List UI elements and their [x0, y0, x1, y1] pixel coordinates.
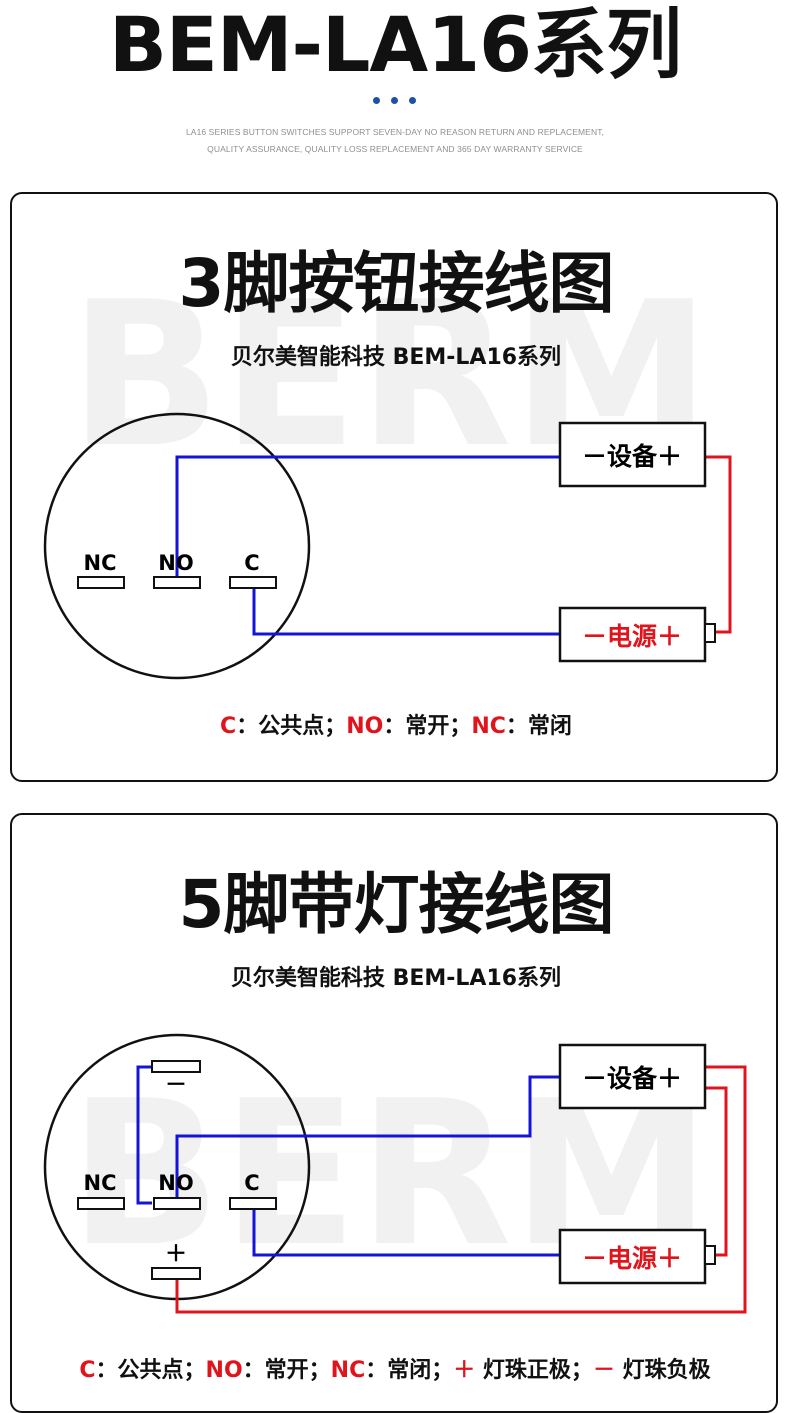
- terminal-nc-label: NC: [84, 551, 117, 575]
- wire-device-to-power: [705, 1086, 728, 1257]
- terminal-legend: C：公共点；NO：常开；NC：常闭；＋ 灯珠正极；－ 灯珠负极: [79, 1358, 711, 1383]
- terminal-legend: C：公共点；NO：常开；NC：常闭: [220, 714, 572, 739]
- tagline-line-2: QUALITY ASSURANCE, QUALITY LOSS REPLACEM…: [207, 144, 583, 154]
- wire-c-to-power: [252, 1208, 560, 1257]
- terminal-nc: [77, 576, 125, 589]
- power-box: [558, 1228, 707, 1285]
- wire-device-to-power: [705, 455, 732, 634]
- decorative-dots: [373, 97, 417, 105]
- panel-subtitle: 贝尔美智能科技 BEM-LA16系列: [230, 345, 562, 370]
- wire-device-plus-to-lamp-plus: [175, 1065, 747, 1314]
- wire-no-to-device: [175, 455, 560, 580]
- terminal-c: [229, 1197, 277, 1210]
- device-box-label: －设备＋: [582, 442, 682, 471]
- panel-subtitle: 贝尔美智能科技 BEM-LA16系列: [230, 966, 562, 991]
- page-title: BEM-LA16系列: [108, 0, 682, 89]
- power-box-terminal-cap: [704, 623, 716, 643]
- terminal-lamp-plus: [151, 1267, 201, 1280]
- tagline-line-1: LA16 SERIES BUTTON SWITCHES SUPPORT SEVE…: [185, 127, 605, 137]
- power-box: [558, 606, 707, 663]
- terminal-nc-label: NC: [84, 1171, 117, 1195]
- wire-c-to-power: [252, 588, 560, 636]
- terminal-lamp-plus-label: ＋: [165, 1242, 187, 1267]
- terminal-c-label: C: [244, 551, 259, 575]
- terminal-no: [153, 1197, 201, 1210]
- terminal-nc: [77, 1197, 125, 1210]
- device-box: [558, 1043, 707, 1110]
- wiring-panel-5-pin-lamp: BERM － NC NO C ＋ －设备＋ －电源＋ 5脚带灯接线图 贝尔美智能…: [10, 813, 778, 1413]
- diagram-5-pin: BERM － NC NO C ＋ －设备＋ －电源＋: [43, 1033, 747, 1314]
- panel-title: 5脚带灯接线图: [178, 866, 615, 943]
- terminal-c: [229, 576, 277, 589]
- diagram-3-pin: BERM NC NO C －设备＋ －电源＋: [43, 259, 732, 680]
- wire-minus-to-no: [136, 1065, 152, 1205]
- power-box-label: －电源＋: [582, 1244, 682, 1273]
- terminal-lamp-minus-label: －: [165, 1073, 187, 1098]
- panel-title: 3脚按钮接线图: [178, 245, 615, 322]
- switch-body-circle: [43, 412, 311, 680]
- power-box-label: －电源＋: [582, 622, 682, 651]
- terminal-no: [153, 576, 201, 589]
- device-box: [558, 421, 707, 488]
- terminal-no-label: NO: [158, 1171, 193, 1195]
- wiring-panel-3-pin: BERM NC NO C －设备＋ －电源＋ 3脚按钮接线图 贝尔美智能科技 B…: [10, 192, 778, 782]
- terminal-no-label: NO: [158, 551, 193, 575]
- device-box-label: －设备＋: [582, 1064, 682, 1093]
- terminal-c-label: C: [244, 1171, 259, 1195]
- power-box-terminal-cap: [704, 1245, 716, 1265]
- wire-no-to-device: [175, 1075, 560, 1198]
- terminal-lamp-minus: [151, 1060, 201, 1073]
